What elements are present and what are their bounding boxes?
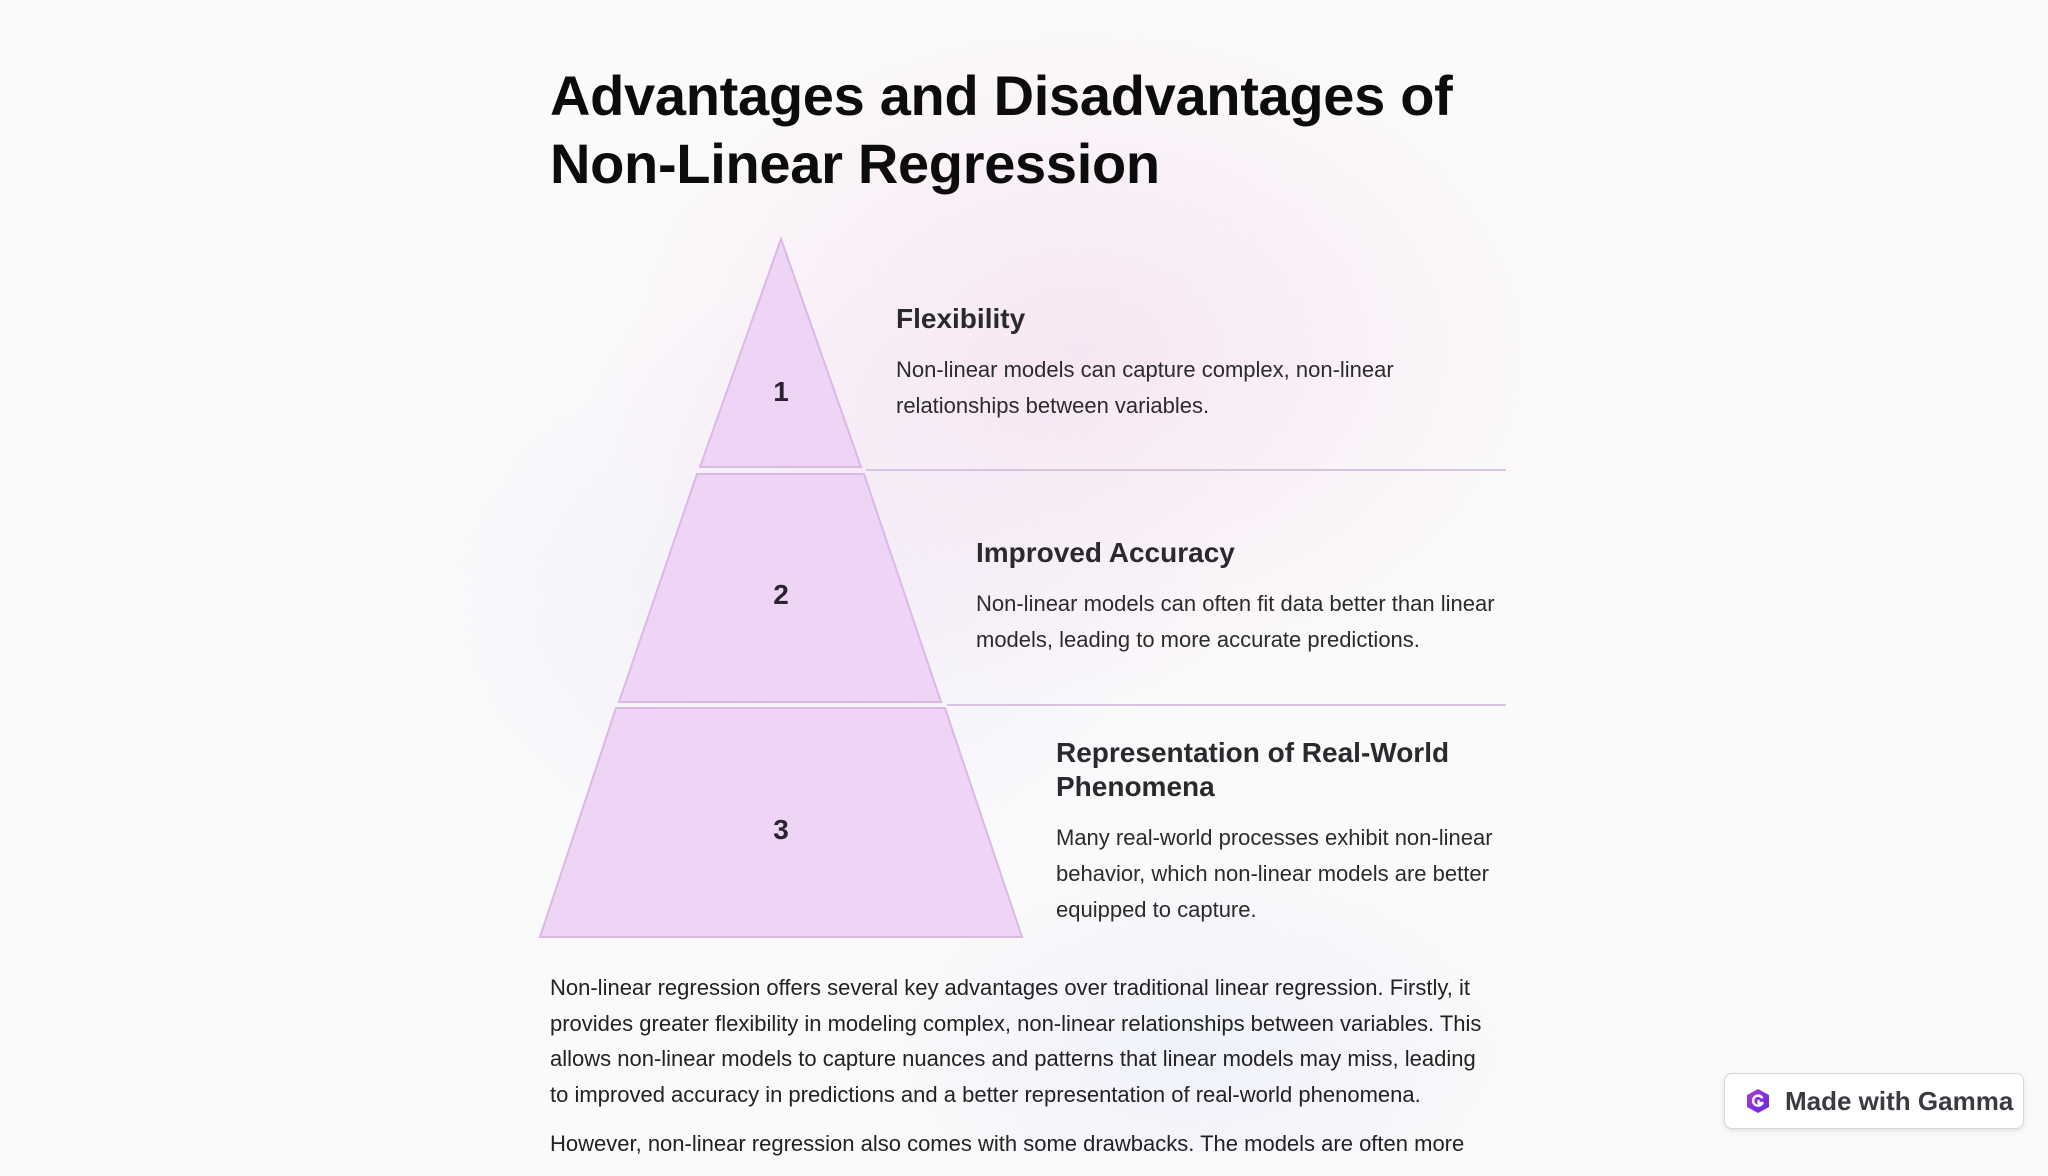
tier-1-content: Flexibility Non-linear models can captur… (896, 302, 1456, 424)
tier-number-3: 3 (773, 814, 789, 845)
badge-label: Made with Gamma (1785, 1085, 2014, 1116)
tier-number-1: 1 (773, 376, 789, 407)
tier-3-text: Many real-world processes exhibit non-li… (1056, 825, 1493, 922)
tier-2-heading: Improved Accuracy (976, 537, 1235, 568)
made-with-gamma-badge[interactable]: Made with Gamma (1724, 1073, 2024, 1129)
body-paragraph-1: Non-linear regression offers several key… (550, 975, 1482, 1107)
body-paragraph-2: However, non-linear regression also come… (550, 1131, 1465, 1156)
tier-1-text: Non-linear models can capture complex, n… (896, 357, 1394, 418)
page-title: Advantages and Disadvantages of Non-Line… (550, 64, 1453, 195)
pyramid-tier-1 (698, 235, 863, 468)
tier-number-2: 2 (773, 579, 789, 610)
pyramid-diagram: 1 2 3 (538, 235, 1024, 938)
tier-3-heading: Representation of Real-World Phenomena (1056, 737, 1450, 802)
pyramid-tier-2 (617, 473, 943, 703)
body-text: Non-linear regression offers several key… (550, 970, 1490, 1176)
pyramid-tier-3 (538, 707, 1024, 938)
tier-divider-1 (866, 469, 1506, 471)
tier-3-content: Representation of Real-World Phenomena M… (1056, 736, 1496, 928)
tier-1-heading: Flexibility (896, 303, 1026, 334)
tier-2-text: Non-linear models can often fit data bet… (976, 591, 1495, 652)
gamma-logo-icon (1747, 1089, 1769, 1113)
tier-2-content: Improved Accuracy Non-linear models can … (976, 536, 1496, 658)
tier-divider-2 (947, 704, 1506, 706)
